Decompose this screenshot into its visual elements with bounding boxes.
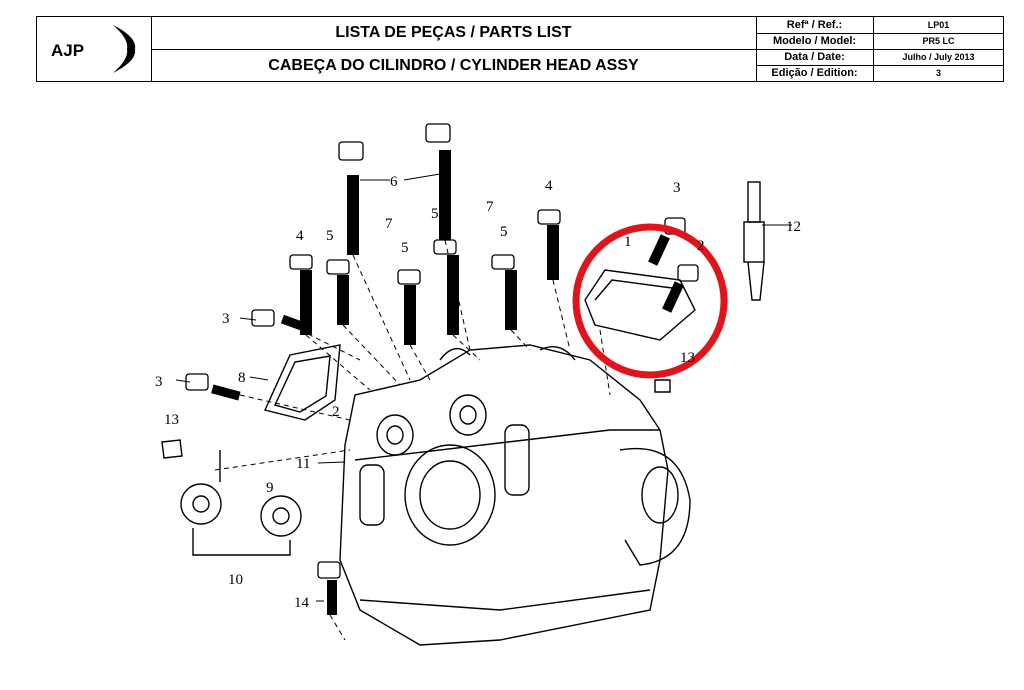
parts-list-header: AJP LISTA DE PEÇAS / PARTS LIST CABEÇA D…	[36, 16, 1004, 82]
callout-3: 3	[155, 374, 163, 390]
meta-value: 3	[935, 68, 941, 78]
callout-7: 7	[486, 199, 494, 215]
callout-4: 4	[296, 228, 304, 244]
meta-label: Refª / Ref.:	[756, 17, 874, 33]
meta-value: PR5 LC	[922, 36, 955, 46]
callout-8: 8	[238, 370, 246, 386]
highlight-circle	[572, 223, 728, 379]
callout-2: 2	[332, 404, 340, 420]
callout-10: 10	[228, 572, 243, 588]
document-subtitle: CABEÇA DO CILINDRO / CYLINDER HEAD ASSY	[268, 57, 639, 74]
callout-12: 12	[786, 219, 801, 235]
assembly-lines	[214, 239, 611, 641]
callout-14: 14	[294, 595, 310, 611]
logo-text: AJP	[51, 41, 84, 60]
meta-value: Julho / July 2013	[902, 52, 975, 62]
callout-6: 6	[390, 174, 398, 190]
callout-9: 9	[266, 480, 274, 496]
meta-value: LP01	[927, 20, 950, 30]
callout-5: 5	[401, 240, 409, 256]
title-cell: LISTA DE PEÇAS / PARTS LIST CABEÇA DO CI…	[151, 17, 757, 81]
meta-row-edition: Edição / Edition: 3	[756, 65, 1003, 81]
callout-5: 5	[326, 228, 334, 244]
cylinder-head-drawing	[161, 181, 765, 646]
callout-3: 3	[222, 311, 230, 327]
meta-row-ref: Refª / Ref.: LP01	[756, 17, 1003, 34]
ajp-logo: AJP	[51, 25, 136, 73]
callout-11: 11	[296, 456, 310, 472]
callout-13: 13	[680, 350, 695, 366]
callout-5: 5	[431, 206, 439, 222]
callout-7: 7	[385, 216, 393, 232]
callout-2: 2	[697, 238, 705, 254]
meta-row-date: Data / Date: Julho / July 2013	[756, 49, 1003, 66]
callout-5: 5	[500, 224, 508, 240]
meta-label: Data / Date:	[756, 49, 874, 65]
leader-lines	[175, 173, 792, 602]
bolts	[211, 150, 684, 615]
meta-label: Edição / Edition:	[756, 65, 874, 81]
document-title: LISTA DE PEÇAS / PARTS LIST	[151, 17, 756, 50]
meta-row-model: Modelo / Model: PR5 LC	[756, 33, 1003, 50]
callout-numbers: 1 2 3 3 3 4 4 5 5 5 5 6 7 7 8 9 10 11 12…	[155, 174, 801, 611]
callout-13: 13	[164, 412, 179, 428]
meta-label: Modelo / Model:	[756, 33, 874, 49]
callout-3: 3	[673, 180, 681, 196]
metadata-table: Refª / Ref.: LP01 Modelo / Model: PR5 LC…	[756, 17, 1003, 81]
callout-4: 4	[545, 178, 553, 194]
callout-1: 1	[624, 234, 632, 250]
